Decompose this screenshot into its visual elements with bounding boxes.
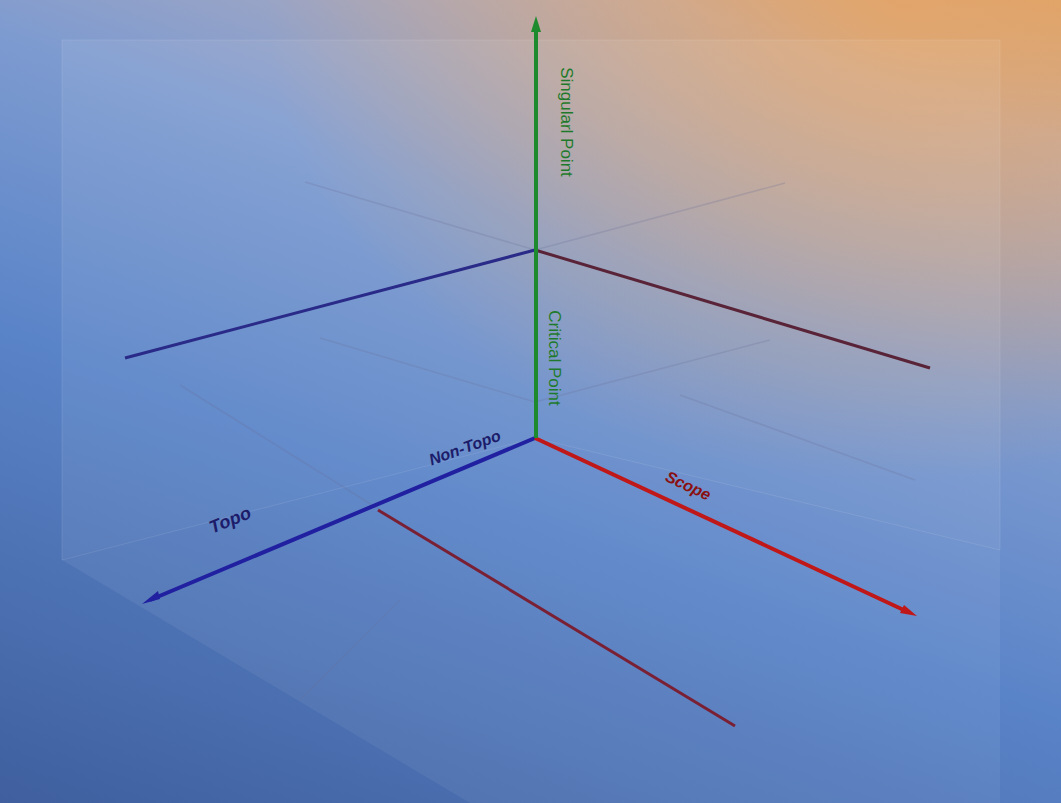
point-arrowhead bbox=[531, 16, 541, 32]
axis-label: Singularl Point bbox=[558, 67, 575, 177]
upper-topo-line bbox=[125, 250, 535, 358]
scope-axis bbox=[535, 438, 908, 612]
floor-divider-line bbox=[378, 510, 735, 726]
topo-arrowhead bbox=[142, 591, 160, 604]
scope-arrowhead bbox=[900, 605, 917, 616]
axis-label: Critical Point bbox=[546, 310, 563, 405]
faint-grid bbox=[180, 182, 915, 700]
upper-scope-line bbox=[535, 250, 930, 368]
floor-plane bbox=[62, 438, 1000, 803]
point-axis bbox=[534, 30, 538, 438]
topo-axis bbox=[150, 438, 535, 600]
